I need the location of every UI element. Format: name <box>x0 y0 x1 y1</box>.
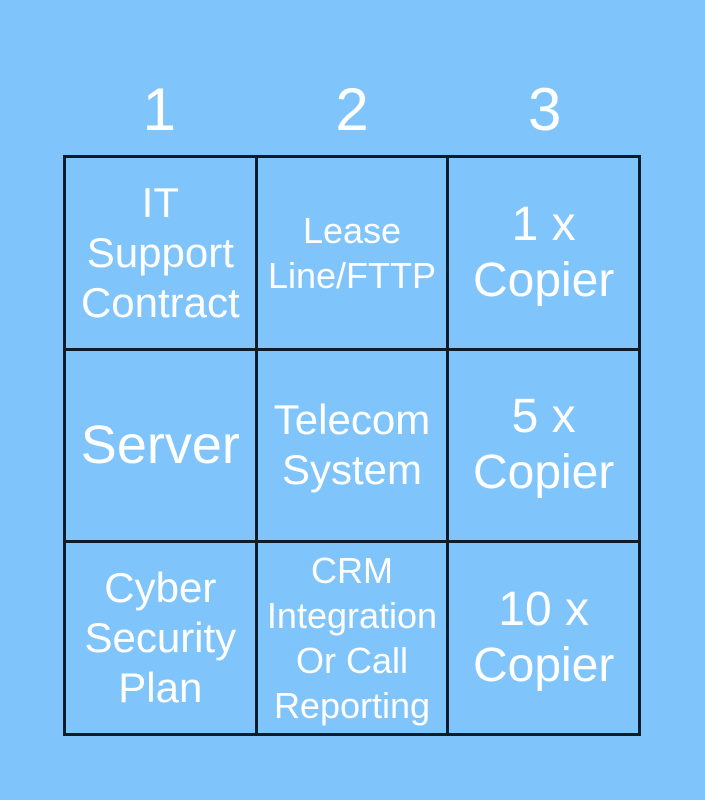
column-header-1: 1 <box>63 66 256 154</box>
column-header-label: 3 <box>527 76 562 143</box>
bingo-cell-label: Cyber Security Plan <box>84 564 237 712</box>
bingo-cell-label: Telecom System <box>273 396 431 494</box>
bingo-cell-label: Server <box>80 415 240 476</box>
bingo-cell-label: 10 x Copier <box>472 583 615 693</box>
bingo-cell-r3c3[interactable]: 10 x Copier <box>449 543 641 736</box>
column-header-row: 1 2 3 <box>63 66 641 154</box>
bingo-cell-label: CRM Integration Or Call Reporting <box>266 550 438 727</box>
bingo-cell-r2c2[interactable]: Telecom System <box>257 350 450 544</box>
column-header-label: 1 <box>142 76 177 143</box>
bingo-cell-label: Lease Line/FTTP <box>267 209 437 296</box>
bingo-cell-r3c1[interactable]: Cyber Security Plan <box>66 543 258 736</box>
bingo-cell-r3c2[interactable]: CRM Integration Or Call Reporting <box>257 543 450 736</box>
column-header-2: 2 <box>256 66 449 154</box>
bingo-cell-r2c1[interactable]: Server <box>66 350 258 544</box>
bingo-cell-r2c3[interactable]: 5 x Copier <box>449 350 641 544</box>
column-header-label: 2 <box>335 76 369 143</box>
bingo-cell-label: 5 x Copier <box>472 390 615 500</box>
bingo-cell-r1c3[interactable]: 1 x Copier <box>449 158 641 351</box>
bingo-grid: IT Support Contract Lease Line/FTTP 1 x … <box>63 155 641 736</box>
bingo-cell-label: IT Support Contract <box>80 178 240 326</box>
bingo-cell-r1c2[interactable]: Lease Line/FTTP <box>257 158 450 351</box>
column-header-3: 3 <box>448 66 641 154</box>
bingo-cell-label: 1 x Copier <box>472 197 615 307</box>
bingo-cell-r1c1[interactable]: IT Support Contract <box>66 158 258 351</box>
